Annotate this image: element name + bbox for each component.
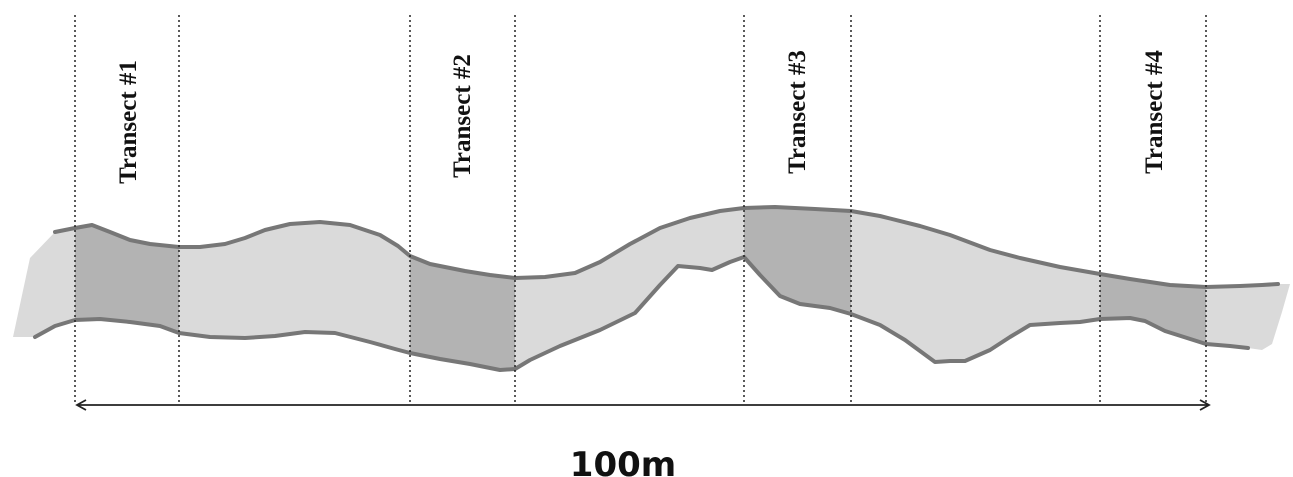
lower-river-bank: [33, 255, 1250, 372]
transect-1-label: Transect #1: [115, 60, 142, 184]
transect-zone-3: [744, 207, 851, 370]
transect-2-label: Transect #2: [449, 54, 476, 178]
river-channel: [13, 207, 1290, 370]
transect-zone-1: [75, 207, 179, 370]
scale-label: 100m: [570, 445, 676, 477]
transect-3-label: Transect #3: [784, 50, 811, 174]
transect-boundaries: [74, 15, 1207, 405]
upper-river-bank: [53, 205, 1280, 289]
transect-4-label: Transect #4: [1141, 50, 1168, 174]
transect-zone-4: [1100, 207, 1206, 370]
